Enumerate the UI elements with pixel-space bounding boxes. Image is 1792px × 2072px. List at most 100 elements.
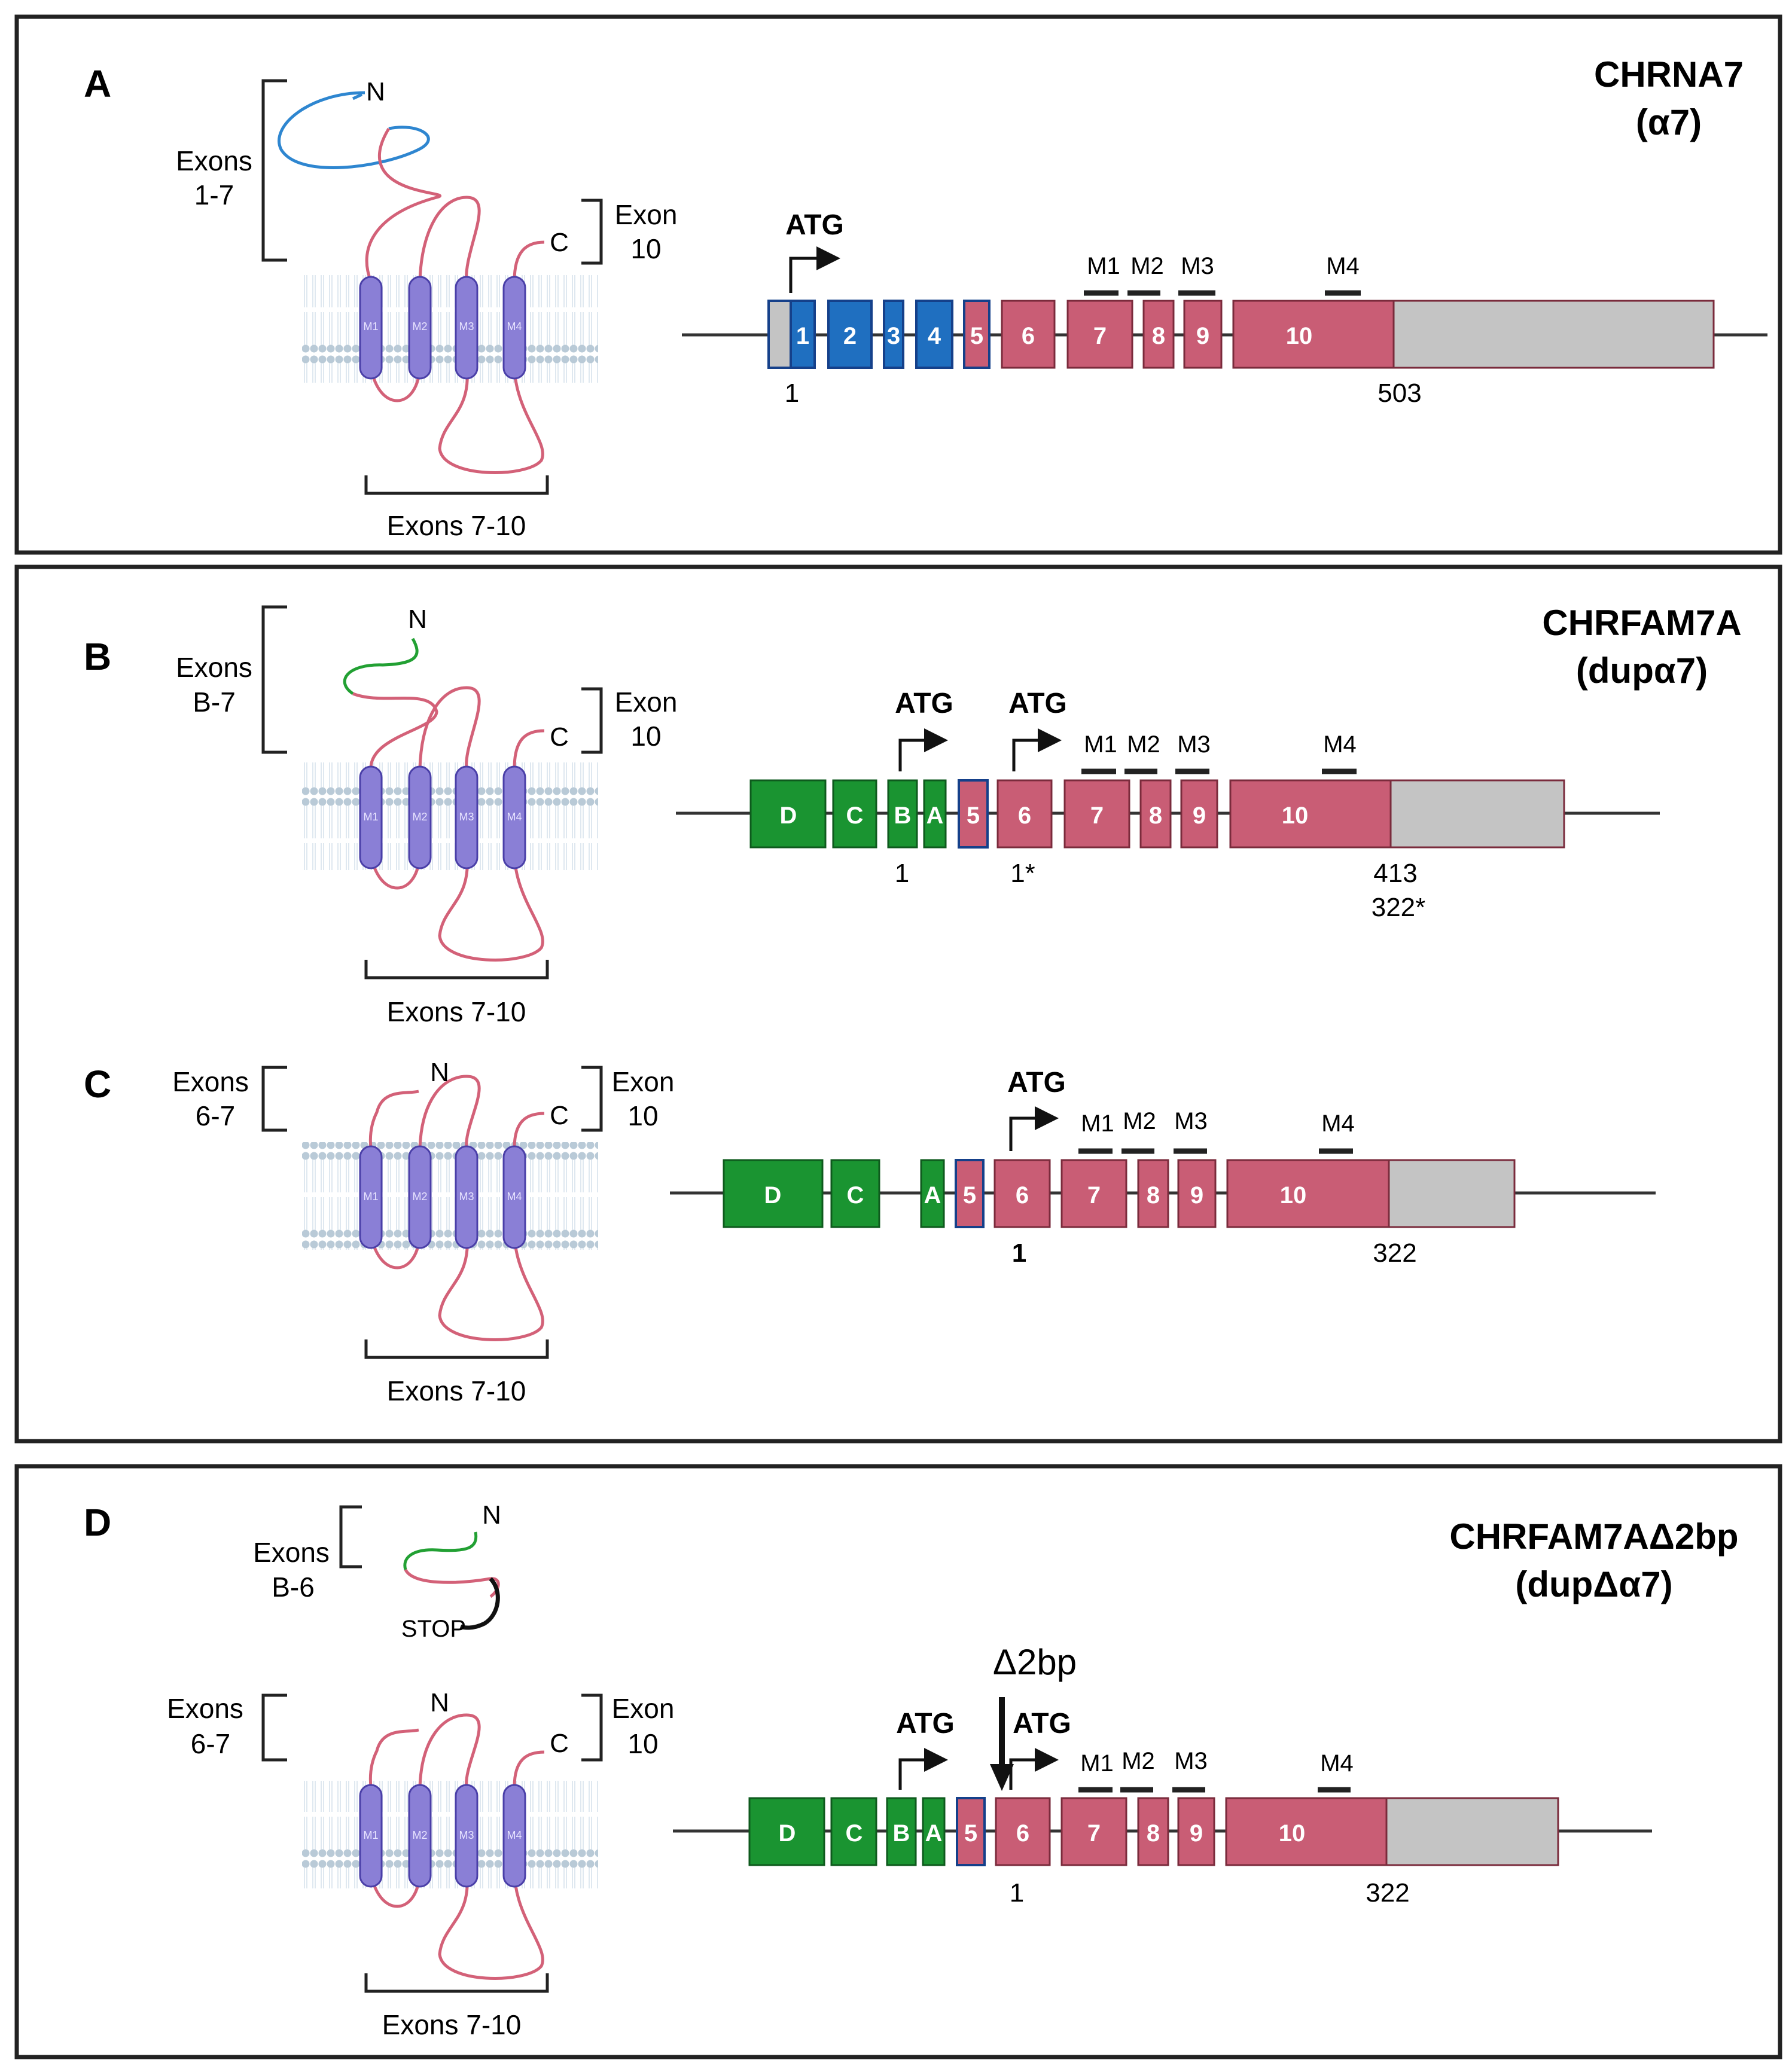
panel-d: D CHRFAM7AΔ2bp (dupΔα7) N STOP Exons B-6	[14, 1464, 1782, 2059]
bracket-n-c	[261, 1066, 287, 1132]
m2-label-a: M2	[1130, 253, 1164, 279]
exon-label-D-c: D	[764, 1182, 782, 1209]
exon-7-b	[1063, 779, 1130, 849]
exon-8-b	[1139, 779, 1172, 849]
panel-a: A CHRNA7 (α7) M1 M2 M3 M4 N C	[14, 14, 1782, 555]
truncated-n-region-d	[403, 1531, 478, 1570]
exon-B-b	[887, 779, 918, 849]
c-terminus-label-d: C	[550, 1729, 569, 1758]
exon-6-c	[993, 1159, 1051, 1228]
exon-D-d	[748, 1797, 825, 1866]
bracket-c-label-line2-a: 10	[630, 233, 661, 264]
cytoplasmic-loop-d	[438, 1870, 544, 1980]
panel-d-letter: D	[84, 1501, 111, 1544]
membrane-b	[302, 762, 598, 870]
bracket-c-label-line1-d: Exon	[612, 1693, 675, 1724]
helix-m4-label: M4	[507, 1191, 522, 1203]
helix-m1	[359, 1784, 383, 1888]
exon-label-8-c: 8	[1147, 1182, 1160, 1209]
helix-m1-label: M1	[363, 1191, 378, 1203]
panel-c-letter: C	[84, 1063, 111, 1106]
helix-m4-label: M4	[507, 321, 522, 332]
helix-m2-label: M2	[412, 1191, 427, 1203]
loop-m2-m3-b	[418, 686, 481, 769]
gene-structure-a: 1 2 3 4 5 6 7 8 9 10 ATG M1 M2 M3 M4 1 5…	[682, 209, 1767, 408]
m2-label-c: M2	[1123, 1108, 1156, 1134]
exon-5-d	[956, 1797, 986, 1866]
panel-a-letter: A	[84, 62, 111, 105]
cytoplasmic-loop-b	[438, 852, 544, 962]
utr-3-b	[1389, 779, 1565, 849]
exon-D-b	[749, 779, 827, 849]
exon-9-c	[1177, 1159, 1217, 1228]
helix-m2-label: M2	[412, 811, 427, 823]
helix-m1	[359, 276, 383, 380]
n-terminus-label-b: N	[408, 605, 427, 634]
exon-label-A-d: A	[925, 1820, 943, 1847]
m1-label-c: M1	[1081, 1110, 1114, 1137]
helix-m3-label: M3	[459, 1191, 474, 1203]
helix-m2	[408, 765, 432, 869]
exon-label-C-c: C	[847, 1182, 864, 1209]
bracket-c-label-line2-d: 10	[627, 1728, 658, 1759]
loop-m2-m3-c	[418, 1075, 481, 1149]
exon-label-5-d: 5	[964, 1820, 977, 1847]
gene-structure-c: D C A 5 6 7 8 9 10 ATG M1 M2 M3 M4 1	[670, 1067, 1656, 1268]
stop-label-d: STOP	[401, 1616, 466, 1642]
m3-label-c: M3	[1174, 1108, 1208, 1134]
m1-label-b: M1	[1084, 731, 1117, 758]
bracket-c-label-line2-c: 10	[627, 1100, 658, 1131]
exon-label-9-b: 9	[1193, 802, 1206, 829]
exon-7-a	[1066, 300, 1133, 369]
panel-b-subtitle: (dupα7)	[1576, 651, 1708, 691]
exon-label-D-d: D	[779, 1820, 796, 1847]
panel-b: B CHRFAM7A (dupα7) M1 M2 M3	[84, 603, 1742, 1027]
exon-label-2-a: 2	[843, 323, 857, 349]
m3-label-b: M3	[1177, 731, 1211, 758]
exon-label-D-b: D	[780, 802, 797, 829]
exon-9-d	[1177, 1797, 1215, 1866]
helix-m4	[502, 765, 526, 869]
atg-arrow-1-d	[898, 1748, 948, 1790]
c-terminus-label-a: C	[550, 228, 569, 257]
panel-b-title: CHRFAM7A	[1542, 603, 1741, 643]
c-terminal-tail-c	[513, 1112, 545, 1149]
loop-m2-m3-a	[418, 196, 481, 282]
atg-label-1-d: ATG	[896, 1708, 955, 1740]
atg-arrow-1-b	[898, 728, 948, 771]
panel-a-title: CHRNA7	[1594, 54, 1744, 94]
extracellular-loop-b	[352, 692, 438, 769]
exon-label-C-b: C	[846, 802, 864, 829]
c-terminus-label-c: C	[550, 1101, 569, 1130]
position-start-d: 1	[1010, 1878, 1024, 1908]
bracket-n-label-line1-a: Exons	[176, 145, 252, 176]
atg-arrow-2-b	[1012, 728, 1062, 771]
c-terminus-label-b: C	[550, 722, 569, 752]
exon-label-5-b: 5	[967, 802, 980, 829]
loop-n-m1-d	[368, 1728, 419, 1787]
panel-a-subtitle: (α7)	[1636, 102, 1702, 142]
exon-9-a	[1183, 300, 1223, 369]
helix-m1	[359, 1145, 383, 1249]
exon-label-A-b: A	[927, 802, 944, 829]
helix-m3-label: M3	[459, 811, 474, 823]
exon-label-B-b: B	[894, 802, 912, 829]
bracket-n-label-line1-c: Exons	[172, 1066, 249, 1097]
bracket-n-label-line1-d: Exons	[167, 1693, 243, 1724]
position-start-a: 1	[785, 379, 799, 408]
bracket-c-label-line1-a: Exon	[615, 199, 678, 230]
helix-m1-label: M1	[363, 811, 378, 823]
bracket-bottom-d	[364, 1973, 549, 1993]
protein-topology-c: M1 M2 M3 M4 N C Exons 6-7 Exon 10 Exons …	[172, 1058, 674, 1406]
exon-label-10-d: 10	[1279, 1820, 1306, 1847]
panel-c: C M1 M2 M3 M4 N C	[84, 1058, 1656, 1406]
n-terminal-region-a	[278, 91, 430, 169]
exon-6-d	[995, 1797, 1051, 1866]
deletion-label-d: Δ2bp	[993, 1642, 1077, 1682]
bracket-c-c	[581, 1066, 603, 1132]
utr-5-a	[767, 300, 794, 369]
bracket-bottom-a	[364, 475, 549, 495]
helix-m3-label: M3	[459, 321, 474, 332]
stop-hook-d	[459, 1577, 500, 1630]
